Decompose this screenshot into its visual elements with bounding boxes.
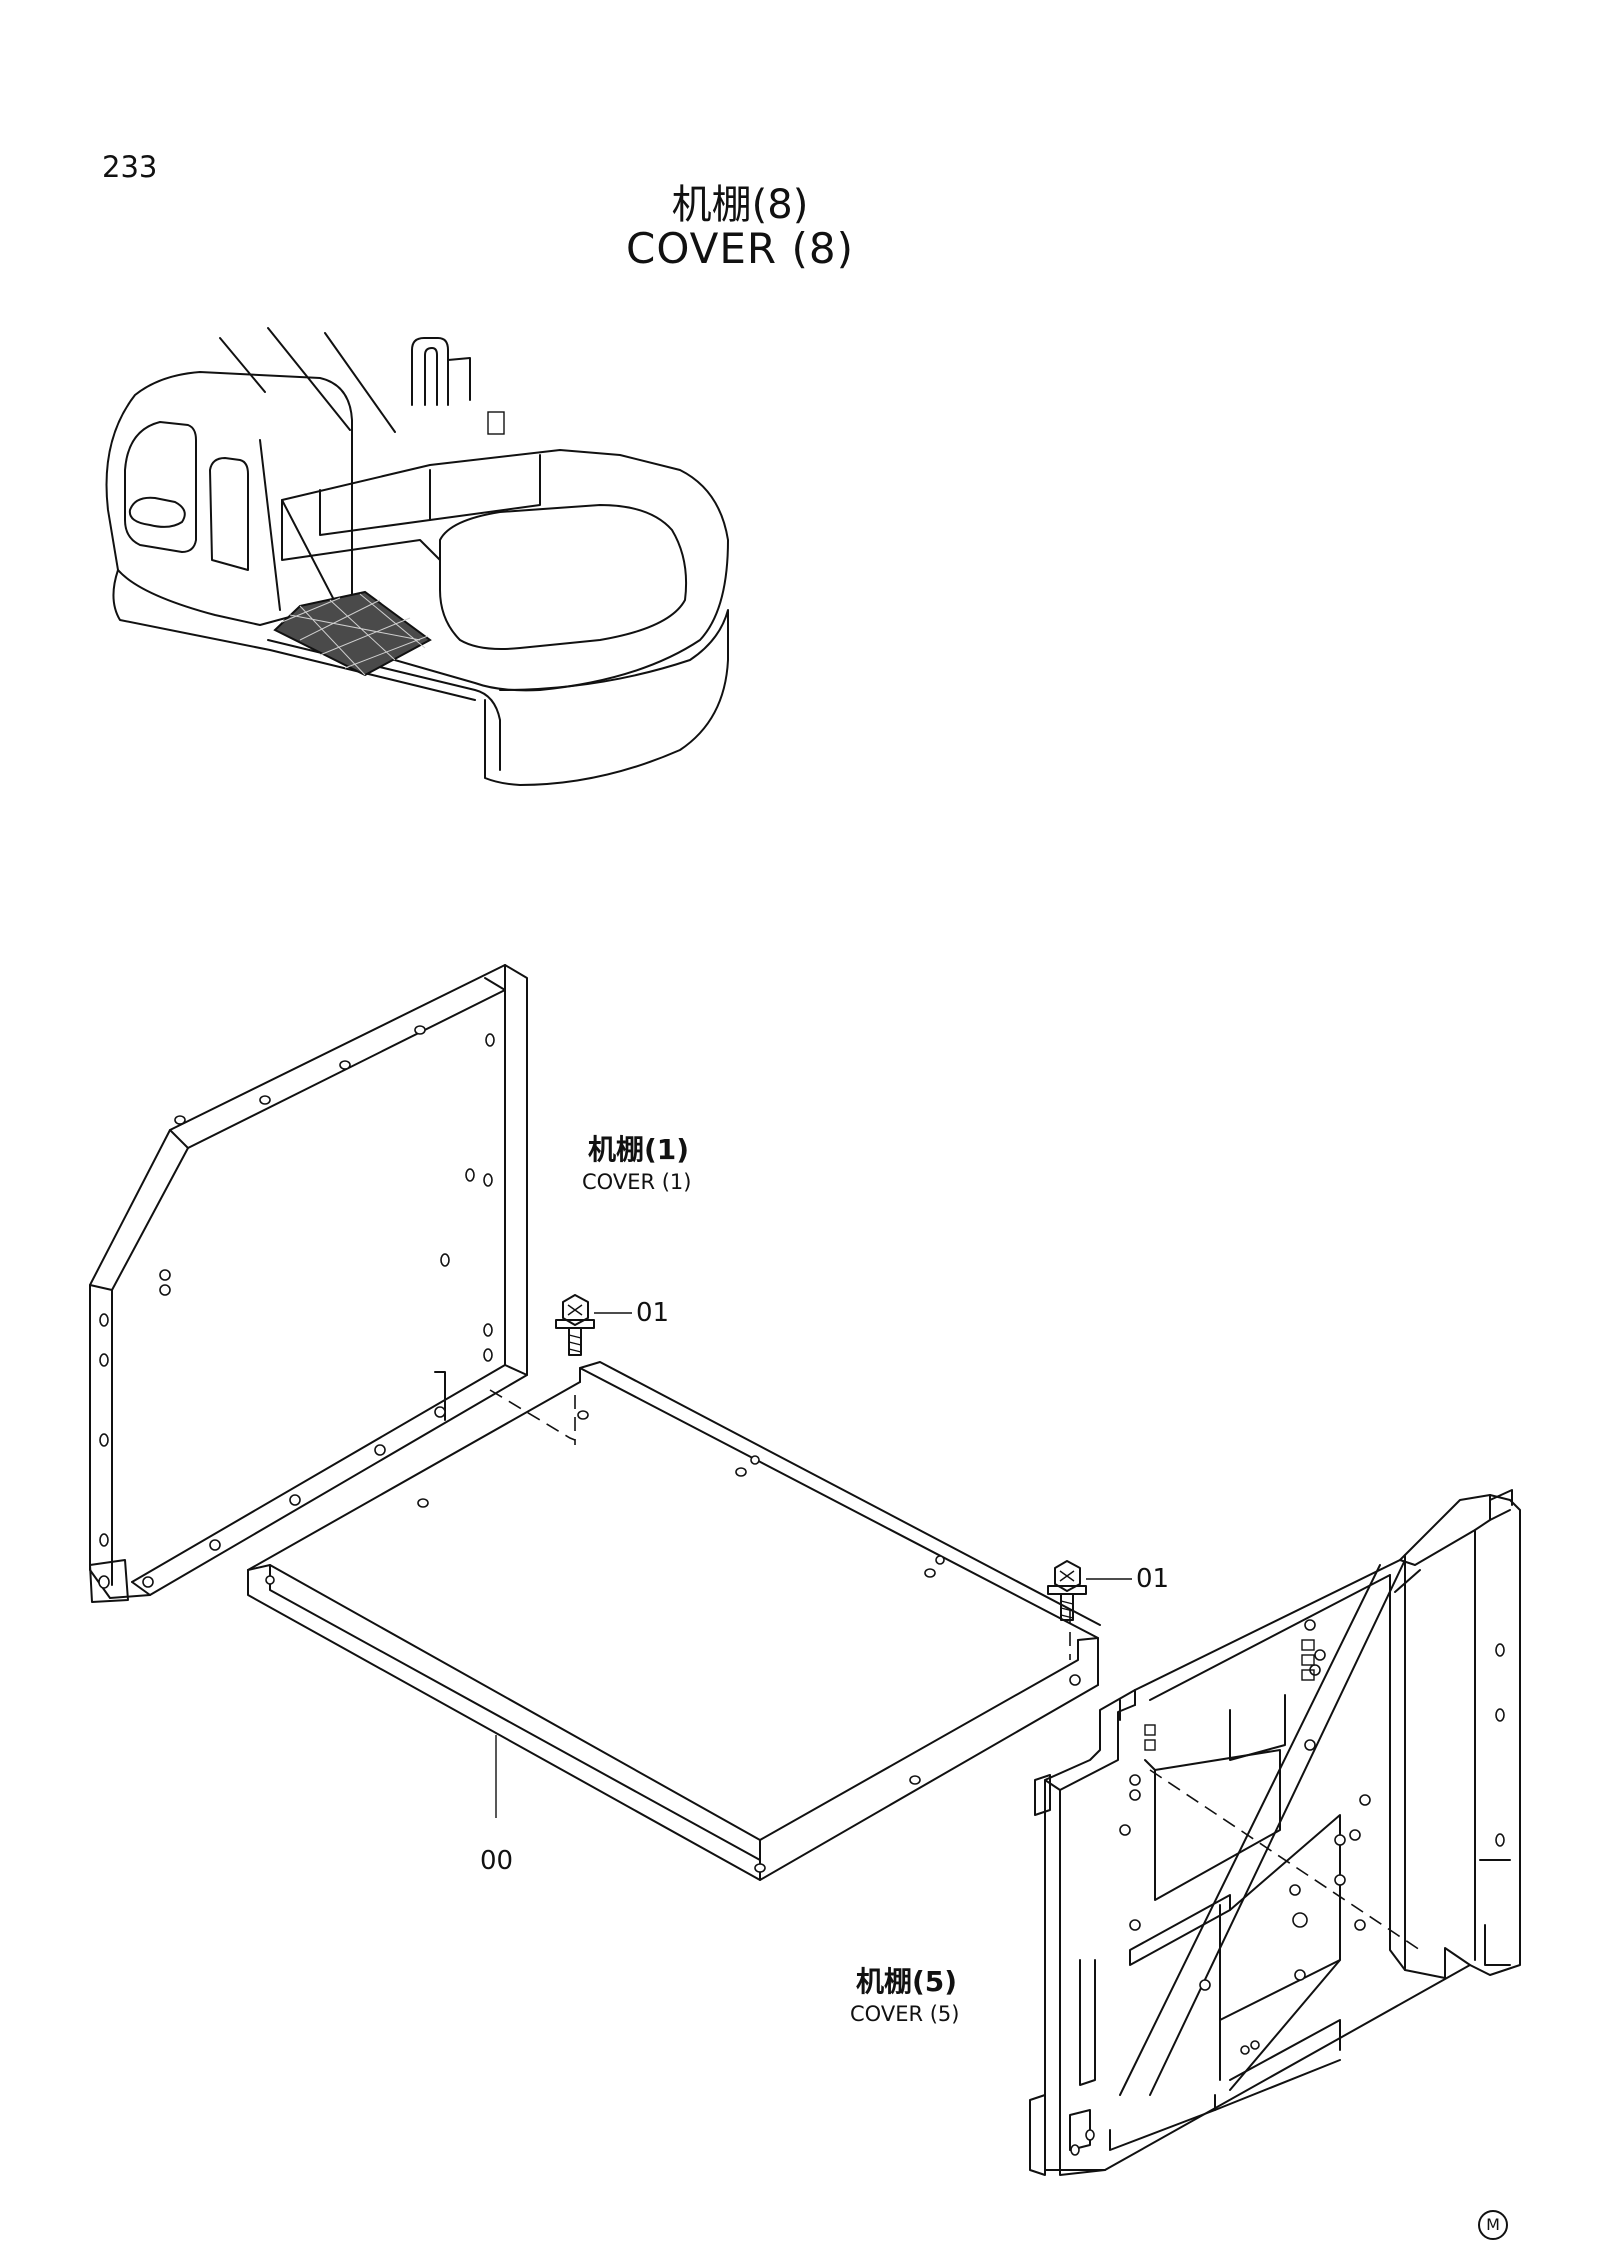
reference-label-cover-5-chinese: 机棚(5) [856, 1965, 958, 1998]
reference-label-cover-5-english: COVER (5) [850, 2002, 960, 2026]
diagram-title-english: COVER (8) [626, 224, 854, 273]
cover-8-tray-part [247, 1361, 1101, 1881]
reference-label-cover-1-chinese: 机棚(1) [588, 1133, 690, 1166]
bolt-part-upper [555, 1294, 632, 1356]
assembly-guide-lines [489, 1389, 1421, 1951]
diagram-title-chinese: 机棚(8) [671, 182, 809, 228]
bolt-part-lower [1047, 1560, 1132, 1621]
callout-label-00: 00 [480, 1846, 514, 1876]
callout-label-01-lower: 01 [1136, 1564, 1170, 1594]
cover-1-frame-part [89, 964, 528, 1603]
callout-label-01-upper: 01 [636, 1298, 670, 1328]
page-number: 233 [102, 150, 158, 184]
excavator-overview-illustration [105, 327, 729, 786]
footer-mark: M [1478, 2210, 1508, 2240]
reference-label-cover-1-english: COVER (1) [582, 1170, 692, 1194]
cover-8-location-highlight [273, 590, 432, 677]
cover-5-panel-part [1029, 1489, 1521, 2176]
